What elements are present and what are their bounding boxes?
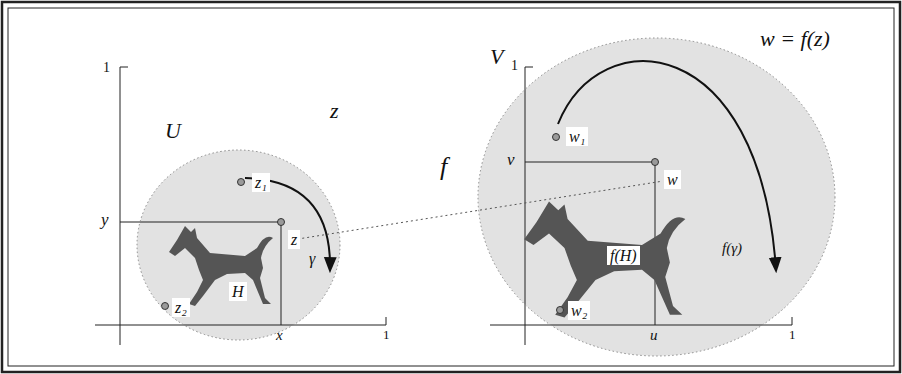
domain-disk: Uz₁zHz₂ (137, 150, 340, 340)
point-name: H (232, 283, 244, 300)
axis-tick (120, 67, 128, 68)
point-label: w (664, 170, 681, 189)
point-label: z₁ (252, 173, 270, 192)
plane-name: z (330, 98, 339, 124)
axis-tick-label: 1 (789, 327, 796, 343)
point-dots (162, 134, 659, 314)
point-label: f(H) (607, 246, 640, 265)
disk-outline (478, 38, 835, 356)
axis-tick (386, 317, 387, 325)
point-name: w (667, 171, 678, 188)
map-name: f (440, 152, 447, 182)
axis-tick-label: 1 (103, 60, 110, 76)
point-name: f(H) (610, 247, 637, 264)
axis-value: x (276, 327, 283, 344)
point-label: w₁ (566, 127, 588, 146)
map-formula: w = f(z) (760, 26, 830, 52)
axis-value: u (650, 327, 658, 344)
domain-name: U (165, 118, 181, 144)
domain-name: V (490, 44, 503, 70)
disk-fill (478, 38, 835, 356)
axis-tick-label: 1 (511, 58, 518, 74)
point-label: w₂ (568, 301, 590, 320)
point-name: z₂ (175, 299, 187, 316)
point-name: w₁ (569, 128, 585, 145)
horse-figure (524, 202, 685, 318)
axis (490, 325, 792, 326)
point-name: z₁ (255, 174, 267, 191)
point-label: z (288, 230, 300, 249)
axis-tick (792, 317, 793, 325)
axis-tick (525, 67, 533, 68)
curve-name: γ (309, 250, 315, 268)
axis-tick-label: 1 (383, 327, 390, 343)
point-name: z (291, 231, 297, 248)
disk-outline (137, 150, 340, 340)
curve-name: f(γ) (722, 240, 742, 257)
inner-frame (8, 8, 894, 366)
guide-line (120, 222, 281, 223)
point-name: w₂ (571, 302, 587, 319)
point-label: z₂ (172, 298, 190, 317)
guide-line (281, 222, 282, 325)
axis-value: v (507, 150, 515, 170)
axis (525, 67, 526, 345)
axis (120, 67, 121, 345)
disk-fill (137, 150, 340, 340)
axis-value: y (101, 210, 109, 230)
guide-line (525, 162, 655, 163)
point-label: H (229, 282, 247, 301)
curve-image (558, 61, 776, 270)
domain-disk: Vw₁ w f(H) w₂ (478, 38, 835, 356)
horse-figure (169, 226, 273, 306)
axis (95, 325, 386, 326)
